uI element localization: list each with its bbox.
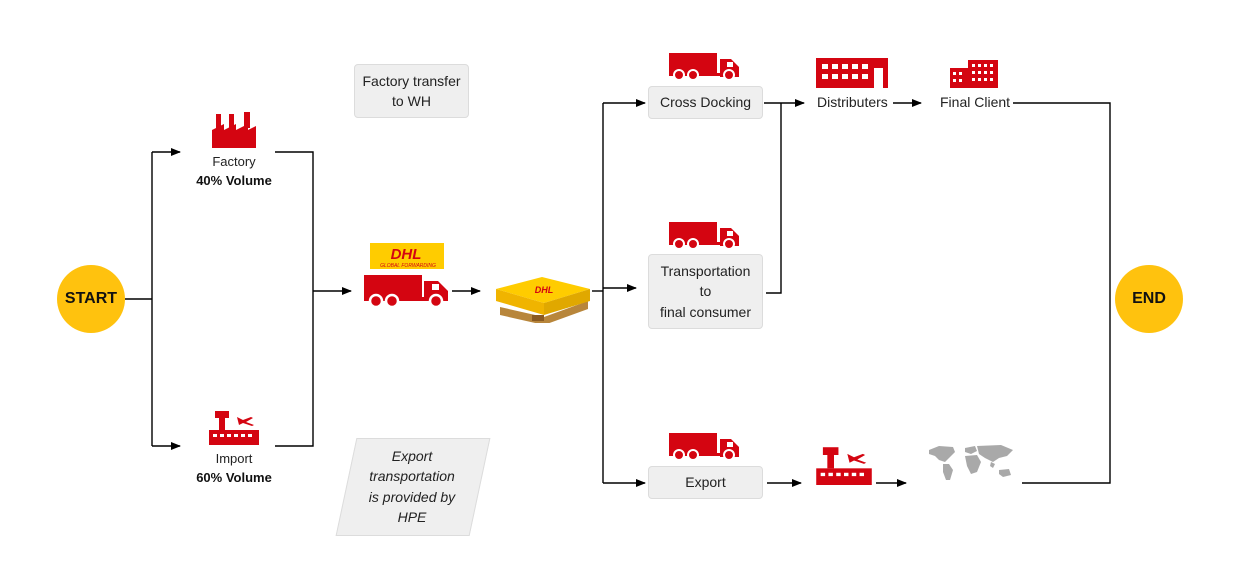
export-note-line-3: is provided by bbox=[368, 488, 456, 505]
export-note-line-4: HPE bbox=[397, 508, 427, 525]
export-note-line-2: transportation bbox=[369, 468, 455, 485]
dhl-logo-text: DHL bbox=[391, 246, 422, 263]
factory-transfer-line-2: to WH bbox=[392, 93, 431, 109]
cross-docking-box: Cross Docking bbox=[648, 86, 763, 119]
truck-icon bbox=[669, 222, 739, 250]
transport-line-1: Transportation bbox=[660, 263, 751, 280]
factory-volume: 40% Volume bbox=[196, 172, 272, 188]
factory-label: Factory 40% Volume bbox=[188, 153, 280, 191]
connector-transport-merge bbox=[766, 103, 782, 294]
dhl-truck-icon: DHL GLOBAL FORWARDING bbox=[364, 243, 448, 309]
transport-final-consumer-box: Transportation to final consumer bbox=[648, 254, 763, 329]
airport-icon bbox=[816, 447, 872, 485]
export-note-line-1: Export bbox=[391, 448, 433, 464]
pallet-logo-text: DHL bbox=[535, 285, 554, 295]
warehouse-icon bbox=[816, 58, 888, 88]
import-volume: 60% Volume bbox=[196, 469, 272, 485]
end-node: END bbox=[1115, 265, 1183, 333]
export-box: Export bbox=[648, 466, 763, 499]
world-map-icon bbox=[929, 445, 1013, 480]
final-client-label: Final Client bbox=[940, 94, 1011, 110]
connector-client-end bbox=[1013, 102, 1111, 484]
truck-icon bbox=[669, 53, 739, 81]
factory-name: Factory bbox=[212, 154, 256, 169]
dhl-logo-tagline: GLOBAL FORWARDING bbox=[380, 263, 436, 269]
import-name: Import bbox=[215, 451, 253, 466]
airport-icon bbox=[209, 411, 259, 445]
export-note-text: Export transportation is provided by HPE bbox=[346, 446, 478, 527]
factory-icon bbox=[212, 112, 256, 148]
factory-transfer-line-1: Factory transfer bbox=[362, 72, 461, 89]
connector-factory-merge bbox=[275, 151, 314, 447]
office-building-icon bbox=[950, 60, 998, 88]
truck-icon bbox=[669, 433, 739, 461]
import-label: Import 60% Volume bbox=[188, 450, 280, 488]
factory-transfer-box: Factory transfer to WH bbox=[354, 64, 469, 118]
transport-line-2: to bbox=[699, 283, 712, 300]
distributers-label: Distributers bbox=[817, 94, 888, 110]
start-node: START bbox=[57, 265, 125, 333]
dhl-pallet-icon: DHL bbox=[496, 277, 590, 323]
transport-line-3: final consumer bbox=[659, 303, 752, 320]
